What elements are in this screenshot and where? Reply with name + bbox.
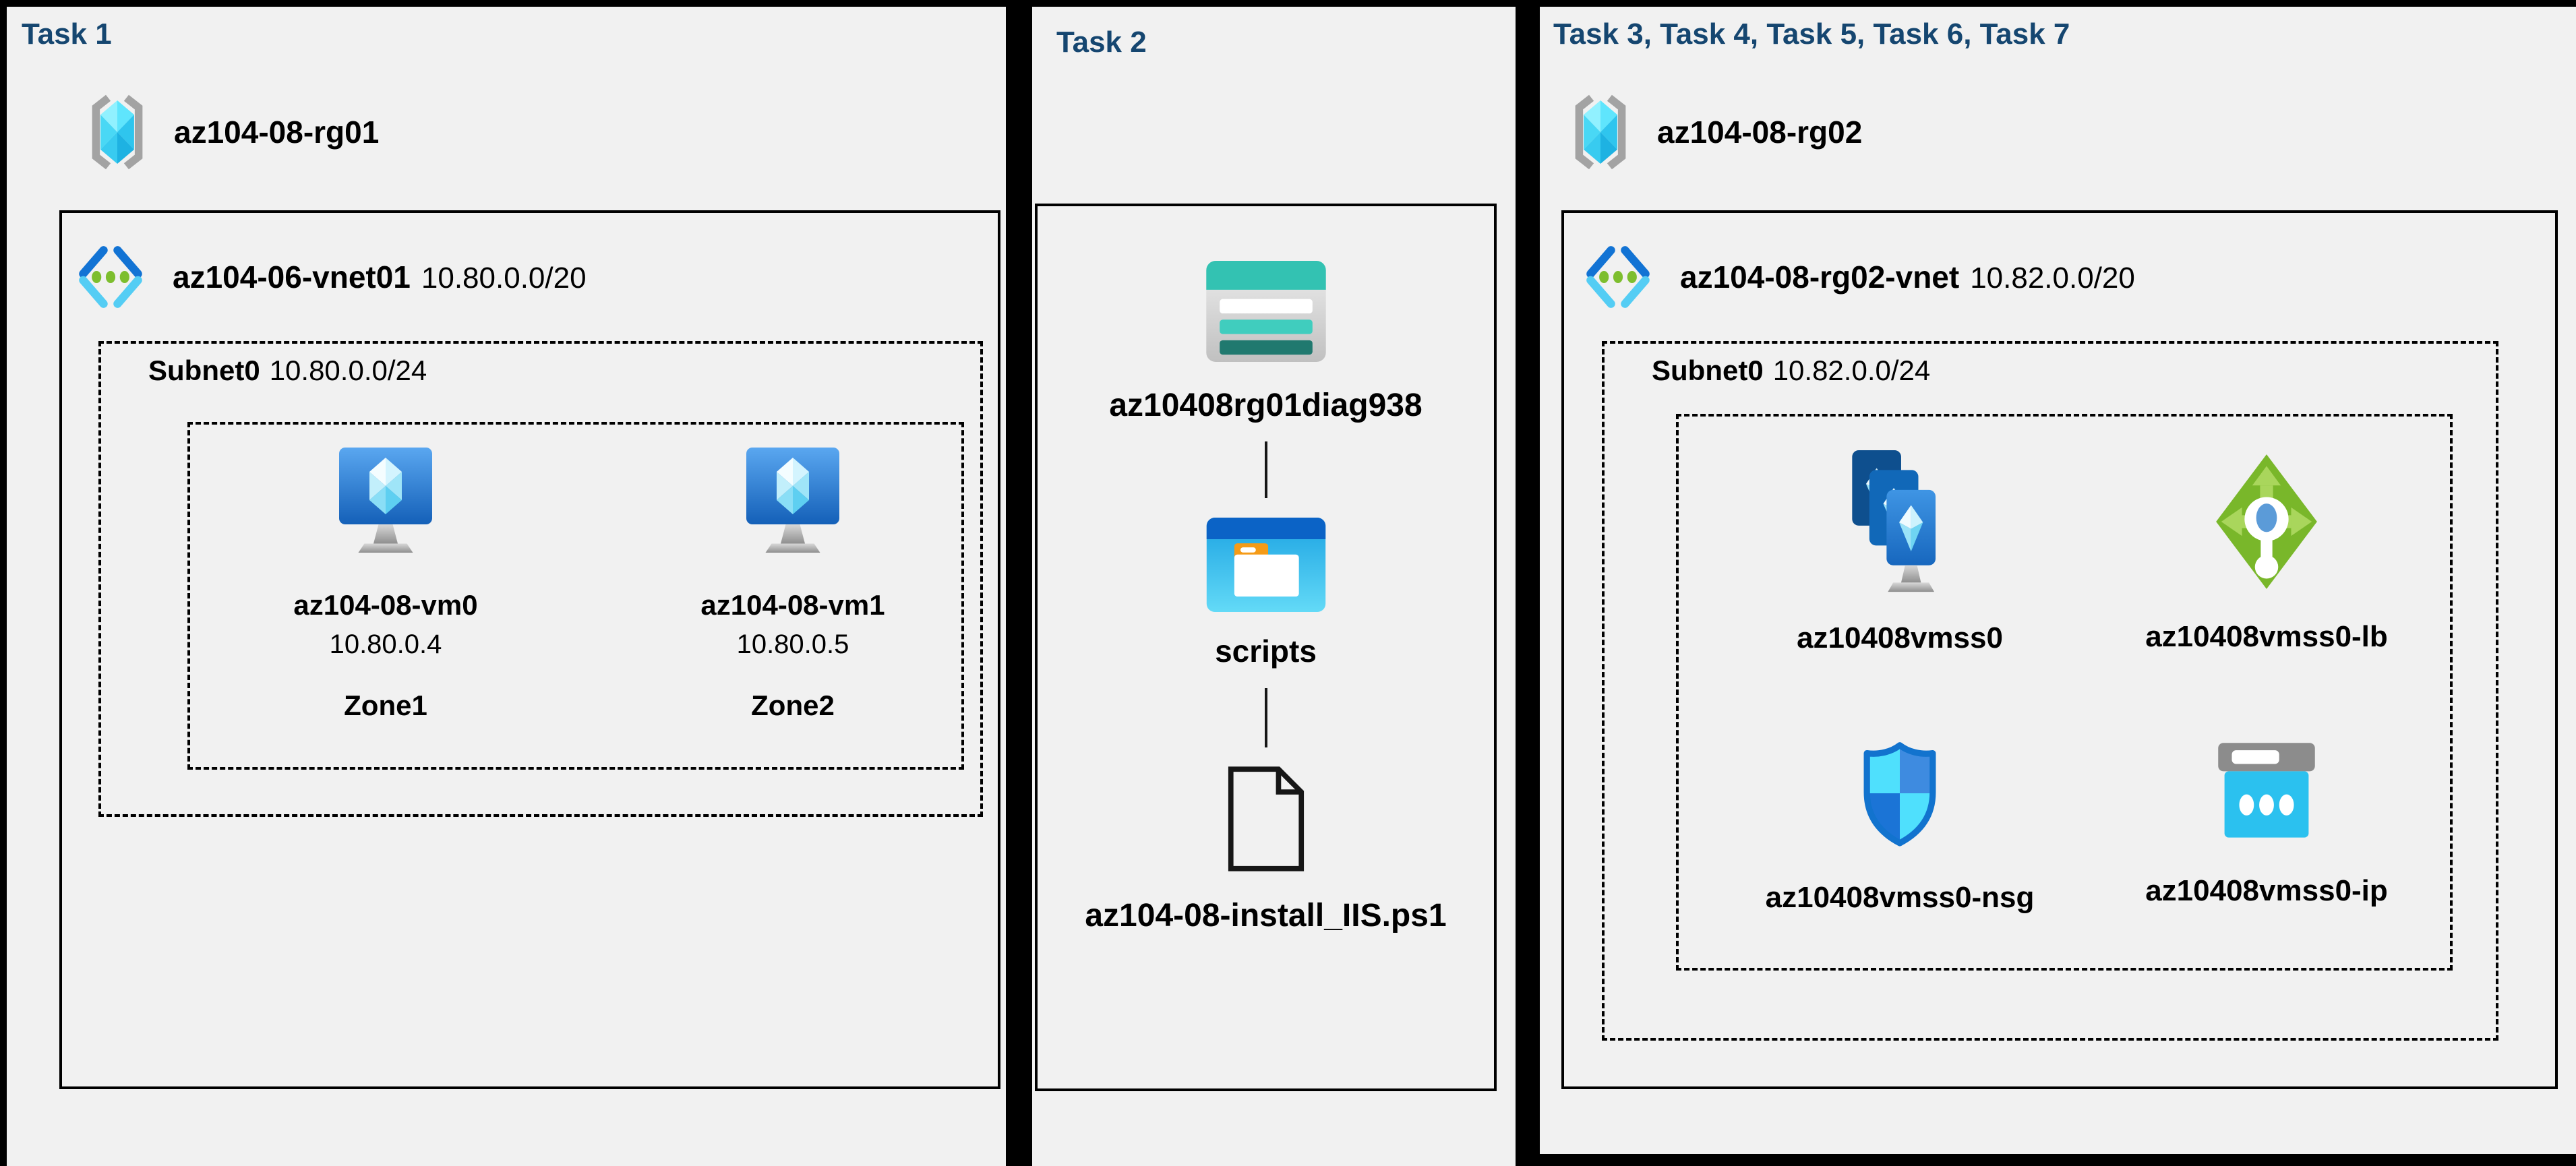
vm1-zone: Zone2 [751, 689, 835, 721]
nsg-item: az10408vmss0-nsg [1716, 692, 2083, 968]
file-icon [1224, 765, 1309, 873]
task1-vnet-name: az104-06-vnet01 [173, 259, 411, 295]
nsg-name: az10408vmss0-nsg [1765, 881, 2035, 914]
task2-storage-flow-box: az10408rg01diag938 scripts [1035, 204, 1497, 1091]
task2-panel: Task 2 az10408rg01diag938 [1027, 1, 1521, 1166]
task1-availability-zone-box: az104-08-vm0 10.80.0.4 Zone1 [187, 422, 964, 770]
task1-title: Task 1 [22, 18, 112, 51]
task1-vnet-cidr: 10.80.0.0/20 [421, 262, 587, 295]
task3-title: Task 3, Task 4, Task 5, Task 6, Task 7 [1553, 18, 2070, 51]
nsg-icon [1855, 735, 1944, 851]
vm0-zone: Zone1 [344, 689, 427, 721]
task3-vnet-header: az104-08-rg02-vnet 10.82.0.0/20 [1583, 241, 2135, 313]
connector-line [1264, 688, 1267, 747]
task3-vnet-name: az104-08-rg02-vnet [1680, 259, 1960, 295]
task1-subnet-box: Subnet0 10.80.0.0/24 [98, 341, 983, 817]
load-balancer-item: az10408vmss0-lb [2083, 417, 2450, 692]
storage-account-icon [1204, 259, 1328, 364]
task1-vnet-box: az104-06-vnet01 10.80.0.0/20 Subnet0 10.80… [59, 210, 1000, 1089]
vmss-item: az10408vmss0 [1716, 417, 2083, 692]
container-name: scripts [1215, 634, 1317, 669]
virtual-machine-icon [335, 443, 436, 557]
vm1-ip: 10.80.0.5 [736, 630, 849, 659]
vmss-icon [1832, 449, 1967, 594]
resource-group-icon [86, 90, 148, 174]
virtual-machine-icon [742, 443, 843, 557]
storage-account-name: az10408rg01diag938 [1109, 388, 1422, 423]
task1-subnet-label: Subnet0 10.80.0.0/24 [148, 355, 427, 387]
task1-panel: Task 1 az104-08-rg01 [1, 1, 1011, 1166]
vm0-item: az104-08-vm0 10.80.0.4 Zone1 [271, 425, 500, 767]
script-file-name: az104-08-install_IIS.ps1 [1085, 898, 1447, 933]
blob-container-icon [1204, 516, 1328, 614]
task3-resource-group-name: az104-08-rg02 [1657, 115, 1863, 150]
vmss-name: az10408vmss0 [1797, 621, 2003, 654]
task1-vnet-header: az104-06-vnet01 10.80.0.0/20 [76, 241, 587, 313]
public-ip-name: az10408vmss0-ip [2145, 874, 2388, 907]
task3-subnet-label: Subnet0 10.82.0.0/24 [1652, 355, 1930, 387]
public-ip-icon [2214, 741, 2319, 842]
resource-group-icon [1569, 90, 1631, 174]
task3-resources-box: az10408vmss0 [1676, 414, 2453, 971]
task3-vnet-box: az104-08-rg02-vnet 10.82.0.0/20 Subnet0 10… [1561, 210, 2558, 1089]
task1-subnet-name: Subnet0 [148, 355, 260, 386]
load-balancer-icon [2202, 453, 2331, 590]
task3-vnet-cidr: 10.82.0.0/20 [1970, 262, 2135, 295]
task1-subnet-cidr: 10.80.0.0/24 [269, 355, 427, 386]
task1-resource-group-header: az104-08-rg01 [86, 90, 379, 174]
load-balancer-name: az10408vmss0-lb [2145, 620, 2388, 653]
vm1-name: az104-08-vm1 [700, 589, 885, 621]
task3-subnet-box: Subnet0 10.82.0.0/24 [1602, 341, 2498, 1041]
vm0-name: az104-08-vm0 [293, 589, 478, 621]
task3-7-panel: Task 3, Task 4, Task 5, Task 6, Task 7 a… [1534, 1, 2576, 1159]
connector-line [1264, 441, 1267, 498]
virtual-network-icon [1583, 241, 1653, 313]
task3-subnet-name: Subnet0 [1652, 355, 1764, 386]
task3-subnet-cidr: 10.82.0.0/24 [1772, 355, 1931, 386]
vm0-ip: 10.80.0.4 [329, 630, 442, 659]
task2-title: Task 2 [1056, 26, 1147, 59]
task1-resource-group-name: az104-08-rg01 [174, 115, 380, 150]
vm1-item: az104-08-vm1 10.80.0.5 Zone2 [678, 425, 907, 767]
virtual-network-icon [76, 241, 146, 313]
task3-resource-group-header: az104-08-rg02 [1569, 90, 1862, 174]
public-ip-item: az10408vmss0-ip [2083, 692, 2450, 968]
